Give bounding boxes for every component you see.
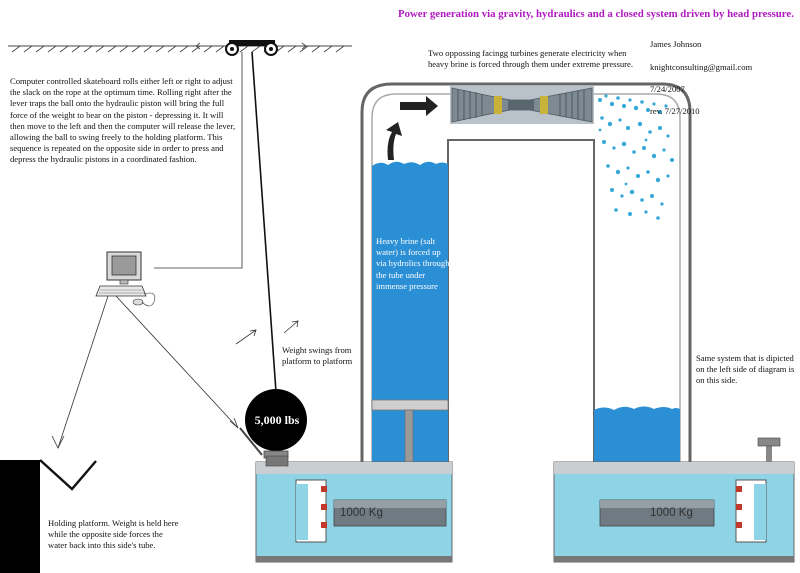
trolley-direction-arrows bbox=[195, 42, 307, 50]
author-date: 7/24/2007 bbox=[650, 83, 685, 94]
swing-arrows bbox=[235, 320, 299, 345]
piston-right-label: 1000 Kg bbox=[650, 507, 693, 519]
swing-note: Weight swings from platform to platform bbox=[282, 345, 353, 367]
control-wire bbox=[51, 52, 243, 449]
flow-arrow-up bbox=[386, 122, 402, 160]
diagram-title: Power generation via gravity, hydraulics… bbox=[398, 8, 794, 20]
author-email: knightconsulting@gmail.com bbox=[650, 61, 753, 72]
author-name: James Johnson bbox=[650, 39, 702, 50]
flow-arrow-right bbox=[400, 96, 438, 116]
author-revision: rev. 7/27/2010 bbox=[650, 106, 700, 117]
piston-left-label: 1000 Kg bbox=[340, 507, 383, 519]
brine-note: Heavy brine (salt water) is forced up vi… bbox=[376, 236, 450, 291]
hydraulic-base-left bbox=[255, 455, 453, 563]
weight-label: 5,000 lbs bbox=[254, 413, 300, 427]
author-block: James Johnson knightconsulting@gmail.com… bbox=[650, 28, 752, 129]
ceiling-rail bbox=[8, 45, 352, 53]
computer-icon bbox=[95, 251, 156, 307]
brine-tube bbox=[360, 82, 692, 497]
hydraulic-base-right bbox=[553, 437, 795, 563]
weight-ball bbox=[245, 389, 307, 451]
same-system-note: Same system that is dipicted on the left… bbox=[696, 353, 795, 386]
water-spray bbox=[598, 94, 674, 220]
skateboard-trolley bbox=[225, 40, 278, 56]
holding-note: Holding platform. Weight is held here wh… bbox=[48, 518, 179, 551]
turbine-note: Two oppossing facingg turbines generate … bbox=[428, 48, 633, 70]
rope bbox=[251, 51, 277, 393]
brine-column-left bbox=[371, 161, 449, 497]
turbine bbox=[450, 86, 594, 124]
computer-note: Computer controlled skateboard rolls eit… bbox=[10, 76, 236, 165]
holding-platform bbox=[0, 459, 97, 573]
